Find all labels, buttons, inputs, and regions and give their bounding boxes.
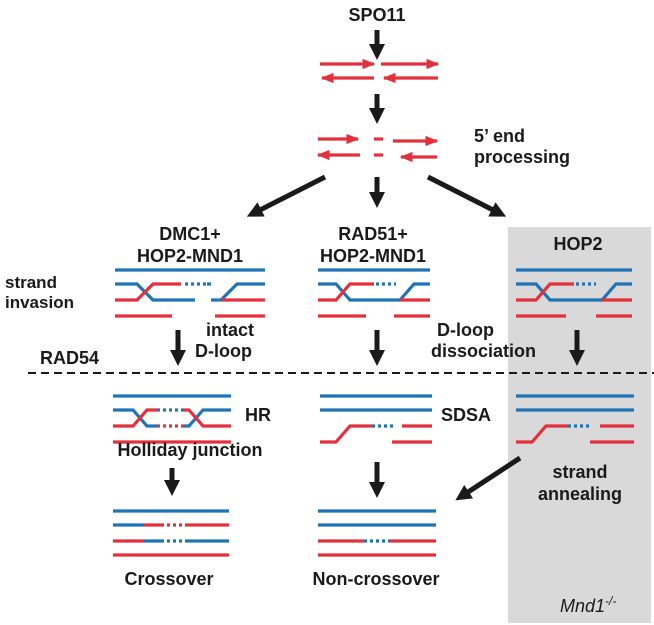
strand-invasion-label-1: strand xyxy=(5,273,57,292)
crossover-label: Crossover xyxy=(124,569,213,589)
dloop-dissociation-label-2: dissociation xyxy=(431,341,536,361)
branch-arrow-left xyxy=(246,174,327,217)
sdsa-intermediate-dna xyxy=(320,394,432,444)
crossover-product-dna xyxy=(113,509,229,557)
mnd1-label-base: Mnd1 xyxy=(560,596,605,616)
hop2-dissociated-dna xyxy=(516,394,634,444)
dloop-dissociation-label-1: D-loop xyxy=(437,320,494,340)
hop2-label: HOP2 xyxy=(553,234,602,254)
dmc1-label-1: DMC1+ xyxy=(159,224,221,244)
rad51-label-2: HOP2-MND1 xyxy=(320,246,426,266)
annealing-arrow xyxy=(455,455,522,501)
resected-dna xyxy=(316,133,439,163)
noncrossover-product-dna xyxy=(318,509,436,557)
sdsa-label: SDSA xyxy=(441,405,491,425)
strand-annealing-label-1: strand xyxy=(552,462,607,482)
end-processing-label-1: 5’ end xyxy=(474,126,525,146)
rad51-label-1: RAD51+ xyxy=(338,224,408,244)
dmc1-label-2: HOP2-MND1 xyxy=(137,246,243,266)
branch-arrow-right xyxy=(426,174,507,217)
dsb-dna xyxy=(320,58,440,84)
dloop-dmc1 xyxy=(115,268,265,318)
hr-label: HR xyxy=(245,405,271,425)
spo11-label: SPO11 xyxy=(348,5,405,25)
holliday-junction-dna xyxy=(113,394,231,444)
strand-annealing-label-2: annealing xyxy=(538,484,622,504)
holliday-junction-label: Holliday junction xyxy=(117,440,262,460)
end-processing-label-2: processing xyxy=(474,147,570,167)
mnd1-label-sup: -/- xyxy=(605,594,616,608)
mnd1-label: Mnd1-/- xyxy=(560,594,616,616)
dloop-rad51 xyxy=(318,268,430,318)
intact-label-1: intact xyxy=(206,320,254,340)
dloop-hop2 xyxy=(516,268,632,318)
rad54-label: RAD54 xyxy=(40,348,99,368)
noncrossover-label: Non-crossover xyxy=(312,569,439,589)
intact-label-2: D-loop xyxy=(195,341,252,361)
strand-invasion-label-2: invasion xyxy=(5,293,74,312)
